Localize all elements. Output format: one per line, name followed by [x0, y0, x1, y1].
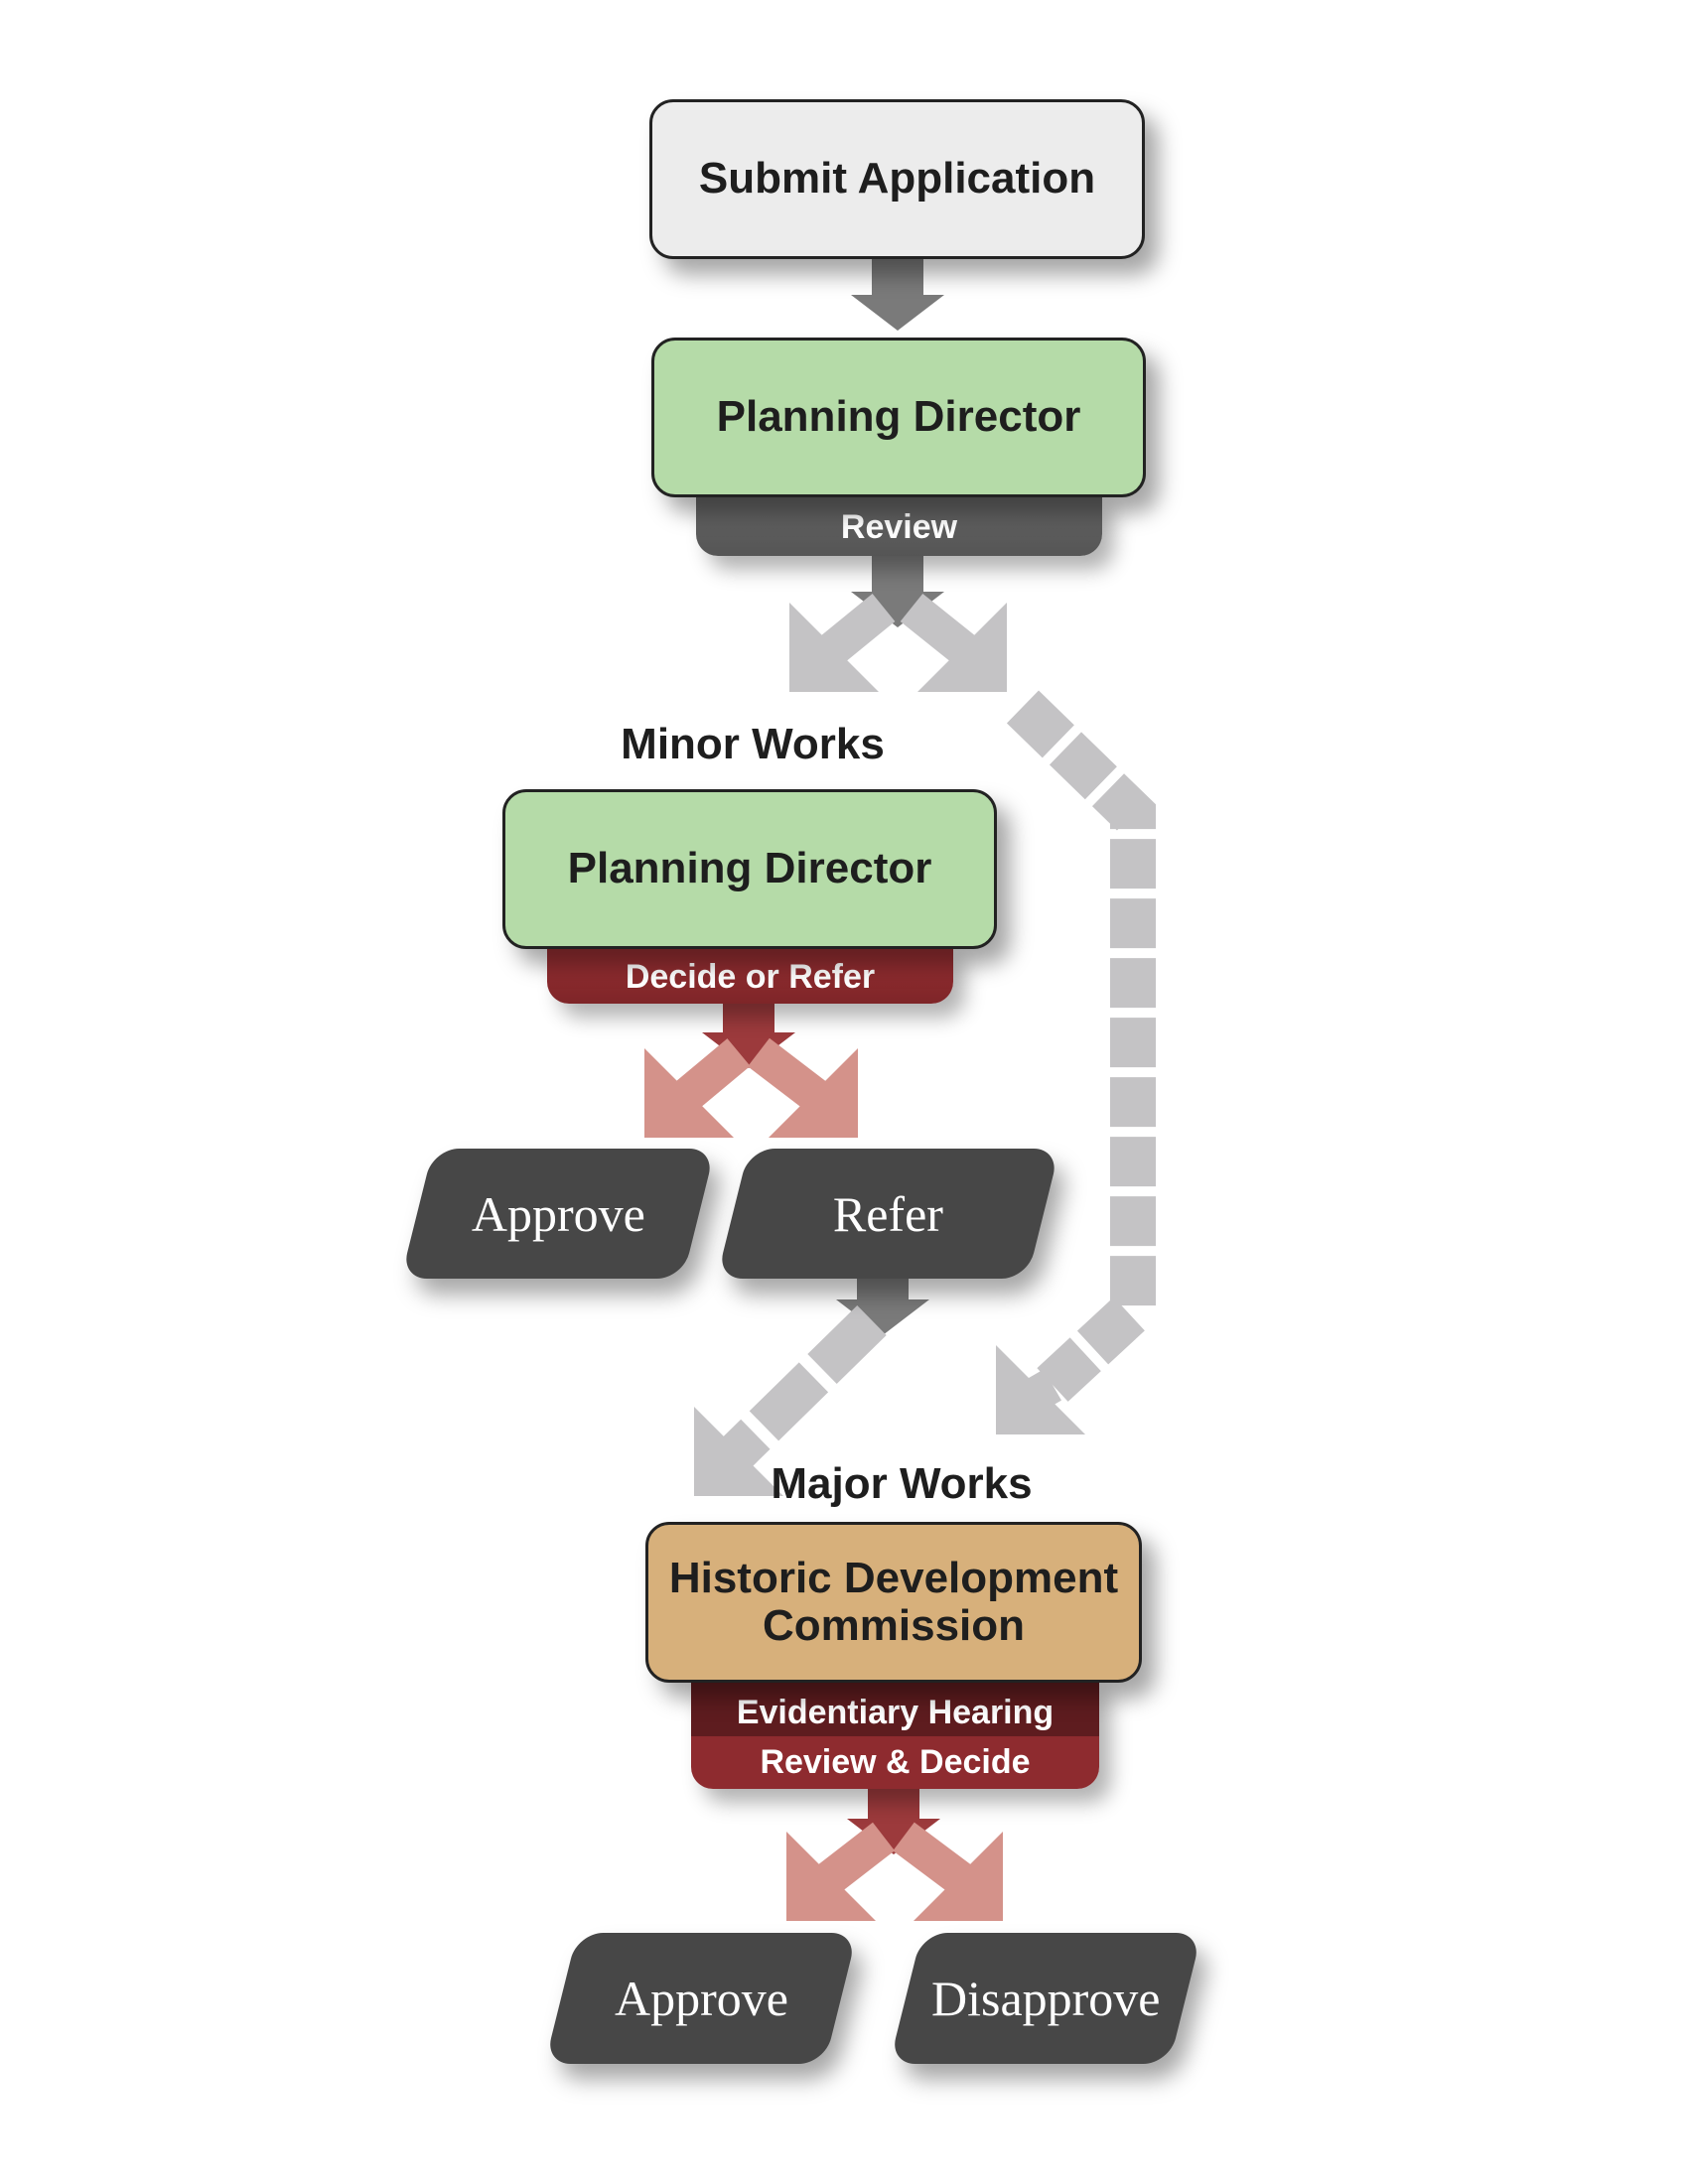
- arrow-to-approve-major-shaft: [815, 1822, 896, 1895]
- approve-label-2: Approve: [614, 1971, 788, 2026]
- planning-director-label-1: Planning Director: [716, 392, 1081, 442]
- arrow-refer-down: [836, 1266, 929, 1335]
- review-label: Review: [840, 507, 958, 546]
- arrow-to-major-path-head: [917, 603, 1007, 692]
- arrow-to-major-path-shaft: [900, 593, 978, 666]
- arrow-decide-down: [702, 1004, 795, 1068]
- submit-application-box: Submit Application: [649, 99, 1145, 259]
- planning-director-label-2: Planning Director: [567, 844, 932, 893]
- arrow-to-disapprove-head: [914, 1832, 1003, 1921]
- refer-label: Refer: [832, 1185, 944, 1242]
- arrow-to-refer-head: [769, 1048, 858, 1138]
- evidentiary-hearing-tab: Evidentiary Hearing Review & Decide: [691, 1680, 1099, 1789]
- approve-outcome-minor: Approve: [400, 1149, 716, 1279]
- dashed-path-major-works: [1006, 690, 1156, 1402]
- arrow-submit-to-director: [851, 259, 944, 331]
- hdc-box: Historic Development Commission: [645, 1522, 1142, 1683]
- arrow-to-approve-minor-head: [644, 1048, 734, 1138]
- evidentiary-hearing-label: Evidentiary Hearing: [736, 1694, 1055, 1731]
- arrow-to-minor-works-shaft: [818, 594, 896, 666]
- arrow-hdc-down: [847, 1789, 940, 1854]
- refer-outcome: Refer: [716, 1149, 1060, 1279]
- arrow-major-direct-head: [996, 1345, 1085, 1434]
- approve-label-1: Approve: [471, 1185, 645, 1242]
- arrow-refer-to-major-shaft: [710, 1304, 887, 1480]
- hdc-label: Historic Development Commission: [668, 1553, 1119, 1650]
- arrow-to-approve-major-head: [786, 1832, 876, 1921]
- arrow-to-minor-works-head: [789, 603, 879, 692]
- planning-director-box-1: Planning Director: [651, 338, 1146, 497]
- decide-or-refer-label: Decide or Refer: [625, 957, 876, 996]
- review-tab: Review: [696, 494, 1102, 556]
- arrow-to-approve-minor-shaft: [672, 1038, 751, 1112]
- disapprove-outcome: Disapprove: [889, 1933, 1202, 2064]
- disapprove-label: Disapprove: [930, 1971, 1161, 2026]
- minor-works-label: Minor Works: [621, 720, 885, 768]
- planning-director-box-2: Planning Director: [502, 789, 997, 949]
- review-decide-label: Review & Decide: [760, 1743, 1031, 1781]
- approve-outcome-major: Approve: [544, 1933, 858, 2064]
- arrow-refer-to-major-head: [694, 1407, 783, 1496]
- submit-application-label: Submit Application: [698, 154, 1096, 204]
- major-works-label: Major Works: [771, 1459, 1033, 1508]
- arrow-to-refer-shaft: [748, 1037, 829, 1112]
- decide-or-refer-tab: Decide or Refer: [547, 946, 953, 1004]
- arrow-to-disapprove-shaft: [893, 1822, 974, 1895]
